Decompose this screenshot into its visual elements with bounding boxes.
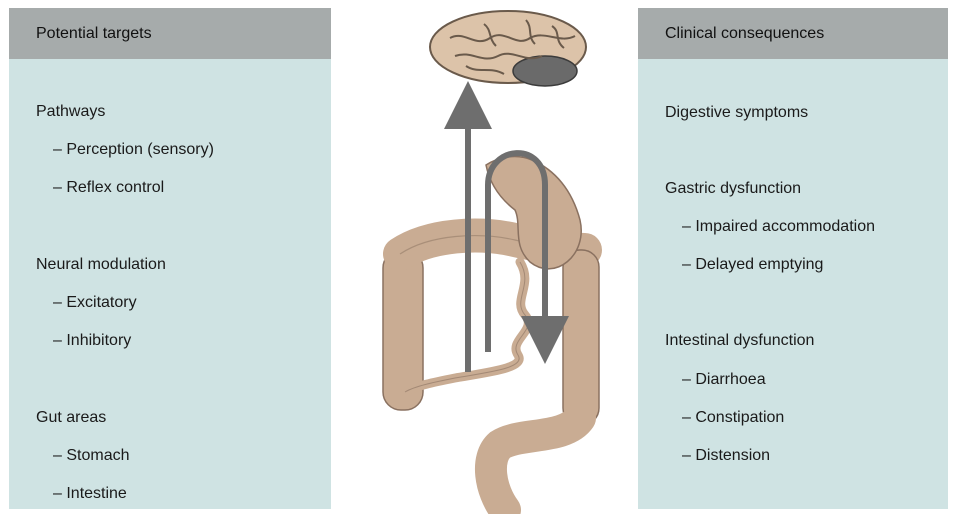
potential-targets-panel: Potential targets Pathways – Perception … (9, 8, 331, 509)
section-heading-intestinal-dysfunction: Intestinal dysfunction (665, 332, 814, 350)
section-heading-neural-modulation: Neural modulation (36, 256, 166, 274)
clinical-consequences-title: Clinical consequences (638, 8, 948, 59)
brain-gut-svg (340, 0, 630, 514)
list-item-delayed-emptying: – Delayed emptying (682, 256, 823, 274)
section-heading-pathways: Pathways (36, 103, 105, 121)
section-heading-gut-areas: Gut areas (36, 409, 106, 427)
brain-icon (430, 11, 586, 86)
potential-targets-title: Potential targets (9, 8, 331, 59)
brain-gut-illustration (340, 0, 630, 514)
list-item-distension: – Distension (682, 447, 770, 465)
list-item-intestine: – Intestine (53, 485, 127, 503)
list-item-reflex-control: – Reflex control (53, 179, 164, 197)
clinical-consequences-panel: Clinical consequences Digestive symptoms… (638, 8, 948, 509)
list-item-excitatory: – Excitatory (53, 294, 137, 312)
list-item-impaired-accommodation: – Impaired accommodation (682, 218, 875, 236)
list-item-inhibitory: – Inhibitory (53, 332, 131, 350)
list-item-diarrhoea: – Diarrhoea (682, 371, 766, 389)
list-item-perception: – Perception (sensory) (53, 141, 214, 159)
list-item-constipation: – Constipation (682, 409, 784, 427)
section-heading-gastric-dysfunction: Gastric dysfunction (665, 180, 801, 198)
list-item-stomach: – Stomach (53, 447, 129, 465)
section-heading-digestive-symptoms: Digestive symptoms (665, 104, 808, 122)
